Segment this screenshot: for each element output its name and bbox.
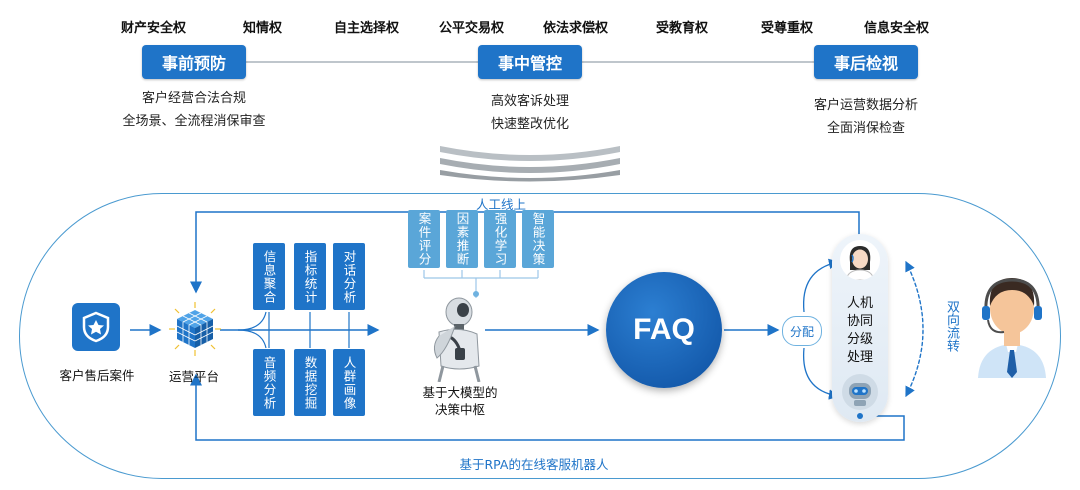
- analysis-box[interactable]: 人群画像: [333, 349, 365, 416]
- right-label: 信息安全权: [864, 21, 930, 36]
- stage-after-desc: 客户运营数据分析全面消保检查: [813, 98, 918, 136]
- cube-icon[interactable]: [166, 300, 224, 358]
- analysis-box[interactable]: 音频分析: [253, 349, 285, 416]
- model-box[interactable]: 因素推断: [446, 210, 478, 268]
- stage-after[interactable]: 事后检视: [814, 45, 918, 79]
- analysis-box[interactable]: 对话分析: [333, 243, 365, 310]
- robot-icon: [433, 297, 481, 382]
- chevron-down-icon: [440, 146, 620, 182]
- process-frame: [19, 193, 1061, 479]
- two-way-label: 双向流转: [944, 300, 959, 352]
- agent-avatar-icon: [840, 240, 880, 280]
- model-caption: 基于大模型的决策中枢: [422, 385, 498, 417]
- model-box[interactable]: 智能决策: [522, 210, 554, 268]
- collab-label: 人机协同分级处理: [846, 296, 873, 365]
- model-box[interactable]: 案件评分: [408, 210, 440, 268]
- analysis-box[interactable]: 数据挖掘: [294, 349, 326, 416]
- agent-icon: [978, 278, 1046, 378]
- platform-label: 运营平台: [168, 369, 219, 384]
- stage-during-desc: 高效客诉处理快速整改优化: [490, 94, 569, 132]
- right-label: 知情权: [243, 21, 283, 36]
- right-label: 受尊重权: [761, 21, 814, 36]
- bot-avatar-icon: [842, 374, 878, 410]
- rpa-label: 基于RPA的在线客服机器人: [459, 457, 609, 472]
- right-label: 财产安全权: [121, 21, 187, 36]
- case-label: 客户售后案件: [59, 368, 135, 383]
- model-box[interactable]: 强化学习: [484, 210, 516, 268]
- stage-before[interactable]: 事前预防: [142, 45, 246, 79]
- right-label: 受教育权: [656, 21, 709, 36]
- human-online-label: 人工线上: [476, 197, 527, 212]
- faq-node[interactable]: FAQ: [606, 272, 722, 388]
- right-label: 依法求偿权: [543, 21, 609, 36]
- right-label: 自主选择权: [334, 21, 400, 36]
- distribute-badge[interactable]: 分配: [782, 316, 822, 346]
- connector-dot: [857, 413, 863, 419]
- analysis-box[interactable]: 指标统计: [294, 243, 326, 310]
- shield-icon[interactable]: [72, 303, 120, 351]
- analysis-box[interactable]: 信息聚合: [253, 243, 285, 310]
- stage-before-desc: 客户经营合法合规全场景、全流程消保审查: [122, 91, 266, 129]
- stage-during[interactable]: 事中管控: [478, 45, 582, 79]
- right-label: 公平交易权: [439, 21, 505, 36]
